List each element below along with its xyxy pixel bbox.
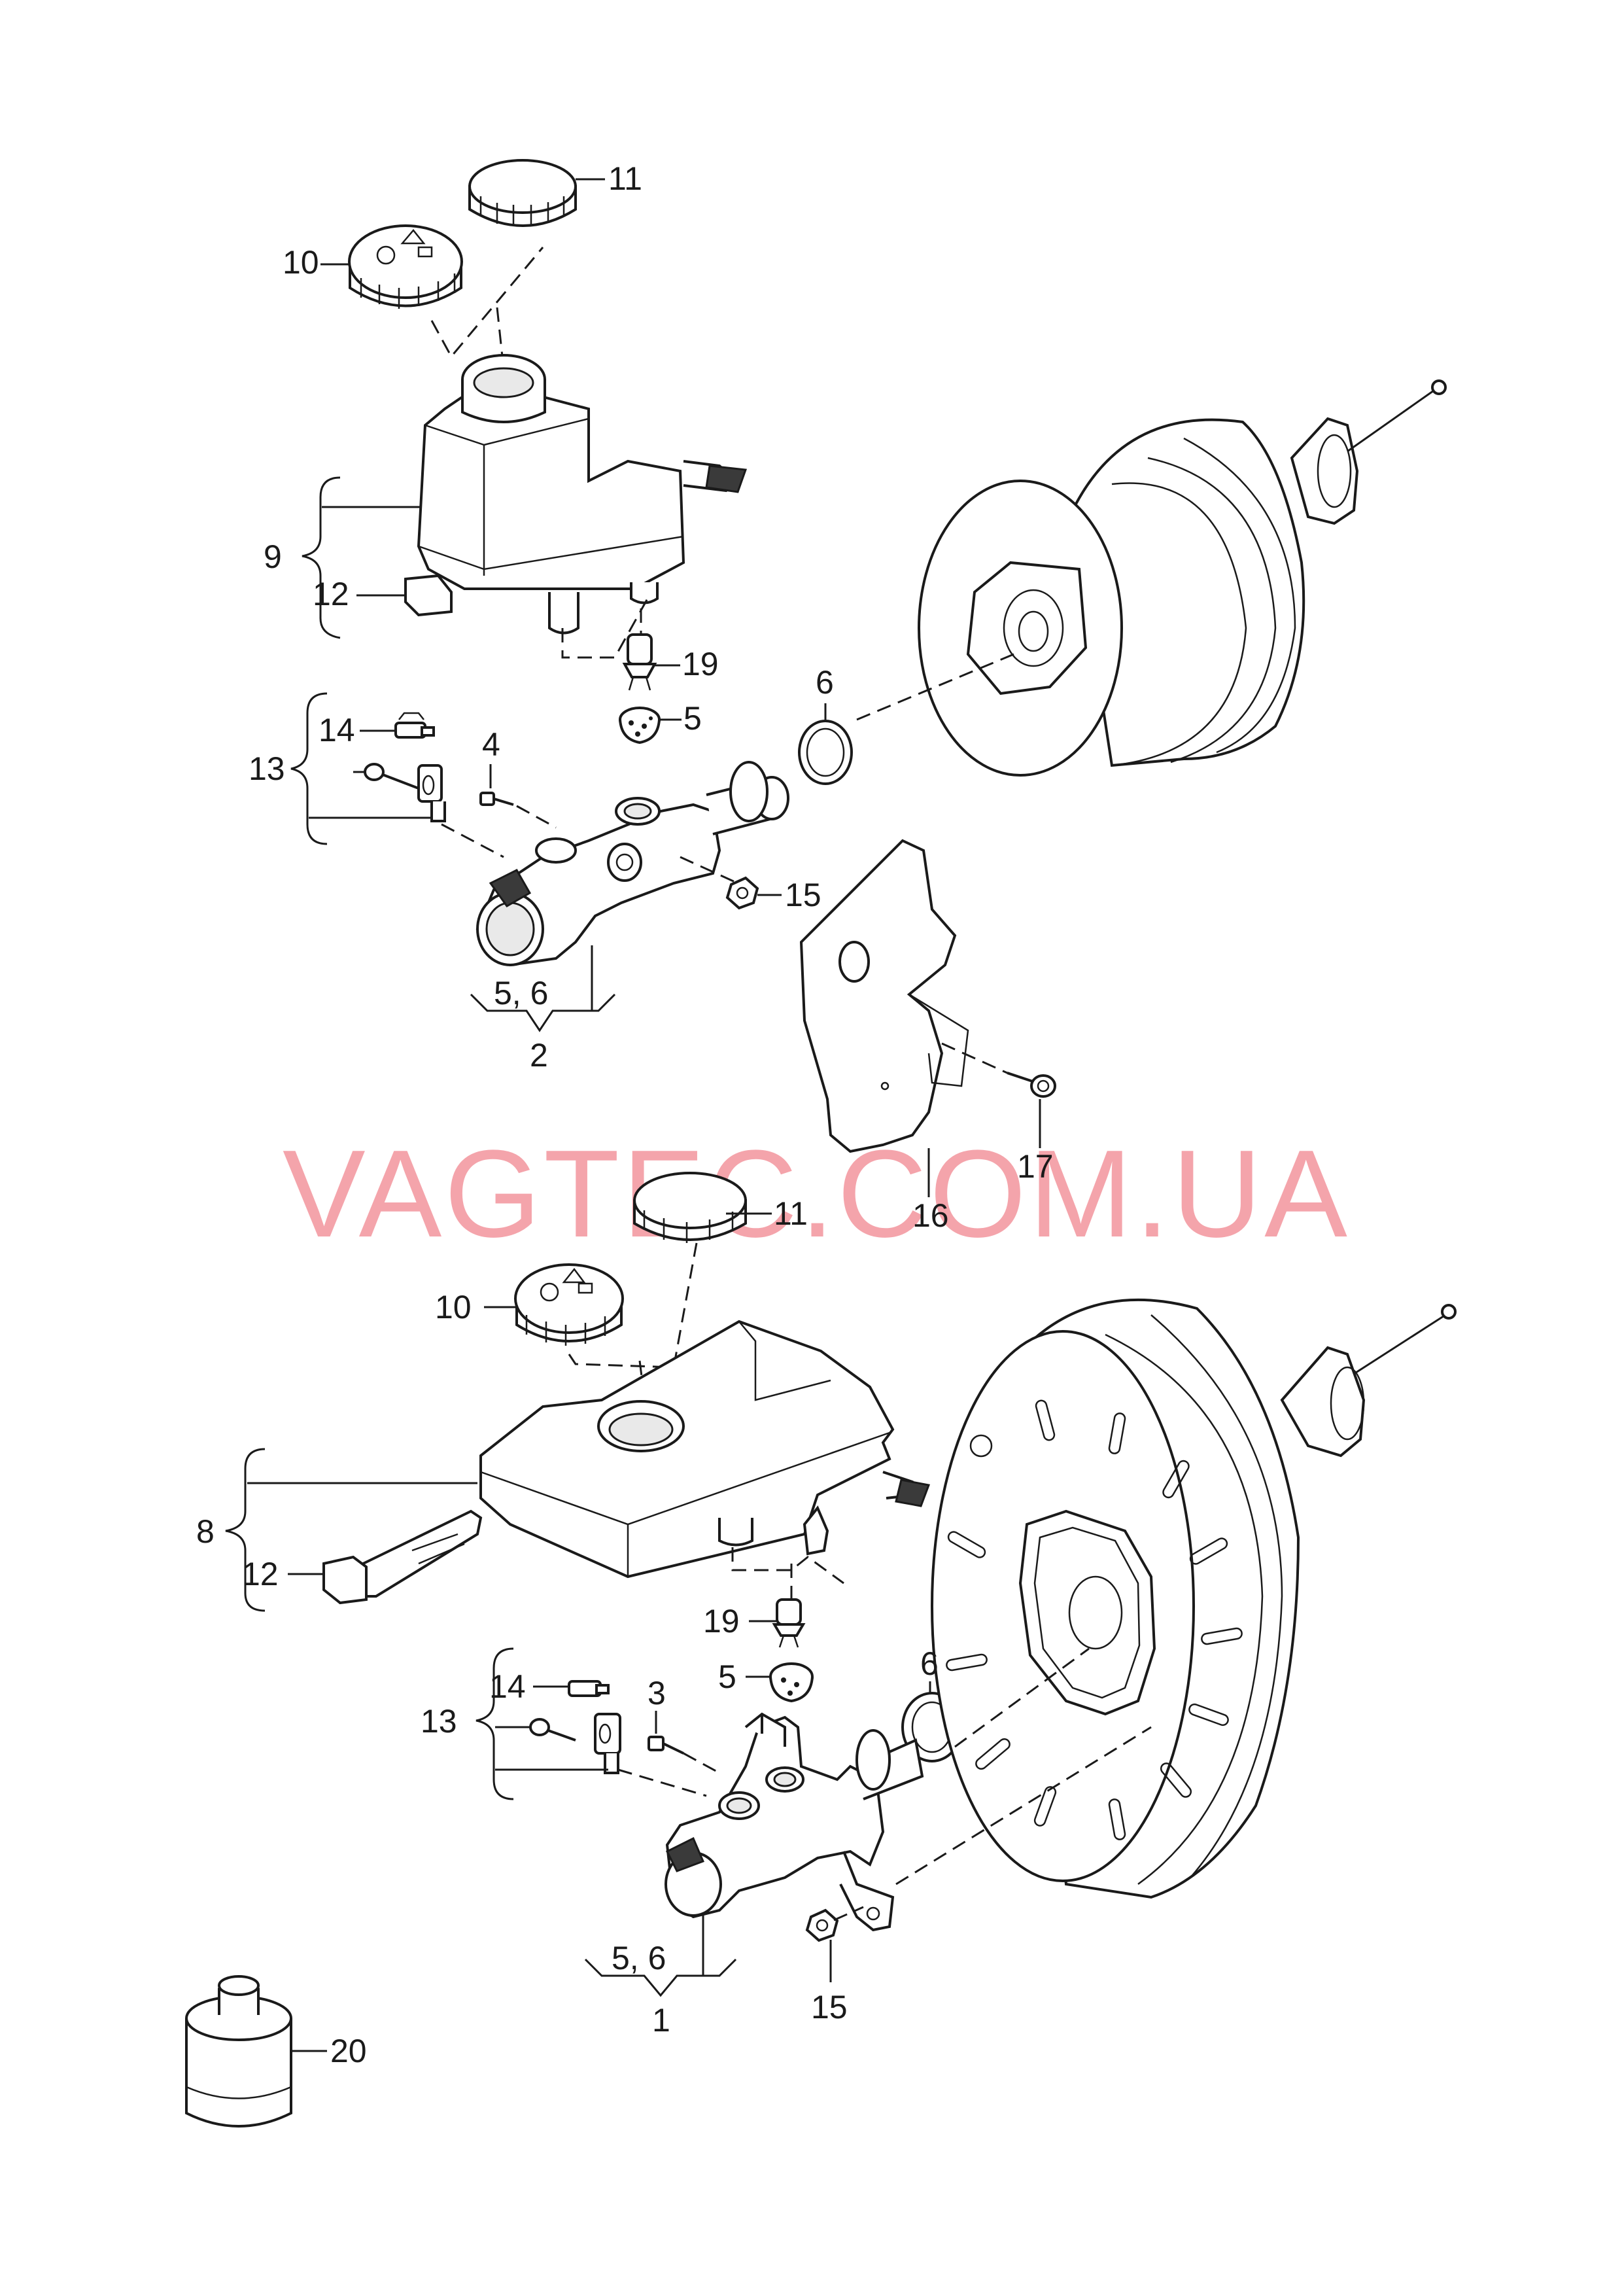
lower-fluid-can-20 bbox=[185, 1975, 292, 2128]
upper-reservoir bbox=[404, 354, 748, 635]
upper-seal-5 bbox=[619, 707, 661, 745]
upper-callout-9: 9 bbox=[264, 538, 282, 575]
upper-callout-19: 19 bbox=[682, 646, 719, 682]
upper-callout-17: 17 bbox=[1017, 1148, 1054, 1185]
upper-bolt-17 bbox=[1007, 1072, 1056, 1098]
upper-sensor-14 bbox=[394, 712, 435, 739]
lower-callout-1: 1 bbox=[652, 2002, 670, 2039]
upper-callout-2: 2 bbox=[530, 1037, 548, 1074]
lower-nut-15 bbox=[805, 1908, 839, 1942]
lower-sensor-14 bbox=[568, 1680, 610, 1697]
lower-callout-10: 10 bbox=[435, 1289, 472, 1325]
lower-sensor-12 bbox=[322, 1509, 483, 1605]
upper-callout-10: 10 bbox=[283, 244, 319, 281]
upper-callout-15: 15 bbox=[785, 877, 821, 913]
upper-switch-13 bbox=[364, 763, 446, 822]
lower-callout-13: 13 bbox=[421, 1703, 457, 1740]
lower-booster-ribs bbox=[946, 1399, 1243, 1840]
lower-callout-19: 19 bbox=[703, 1603, 740, 1639]
lower-callout-14: 14 bbox=[489, 1668, 526, 1705]
lower-callout-8: 8 bbox=[196, 1513, 215, 1550]
lower-callout-6: 6 bbox=[920, 1645, 939, 1682]
upper-callout-group-5-6: 5, 6 bbox=[494, 975, 548, 1011]
lower-callout-15: 15 bbox=[811, 1989, 848, 2025]
lower-cap-10 bbox=[514, 1263, 624, 1346]
lower-seal-5 bbox=[769, 1662, 814, 1703]
lower-callout-3: 3 bbox=[648, 1675, 666, 1711]
upper-oring-6 bbox=[798, 720, 853, 785]
lower-brake-booster bbox=[931, 1298, 1457, 1899]
lower-callout-20: 20 bbox=[330, 2033, 367, 2069]
upper-master-cylinder bbox=[475, 761, 789, 967]
watermark: VAGTEC.COM.UA bbox=[283, 1125, 1350, 1263]
upper-brake-booster bbox=[918, 379, 1447, 777]
lower-callout-11: 11 bbox=[774, 1195, 808, 1232]
upper-callout-13: 13 bbox=[249, 750, 285, 787]
lower-reservoir bbox=[479, 1320, 931, 1579]
upper-callout-5: 5 bbox=[683, 700, 702, 737]
upper-bracket-16 bbox=[799, 839, 969, 1153]
upper-callout-12: 12 bbox=[313, 576, 349, 612]
lower-master-cylinder bbox=[665, 1712, 924, 1932]
lower-callout-12: 12 bbox=[242, 1556, 279, 1592]
upper-callout-14: 14 bbox=[319, 712, 355, 748]
lower-cap-11 bbox=[633, 1172, 747, 1243]
upper-callout-16: 16 bbox=[912, 1197, 949, 1234]
upper-callout-6: 6 bbox=[816, 664, 834, 701]
lower-plug-19 bbox=[772, 1598, 806, 1648]
upper-nut-15 bbox=[725, 876, 759, 910]
lower-bolt-3 bbox=[648, 1736, 684, 1755]
lower-callout-group-5-6: 5, 6 bbox=[612, 1940, 666, 1976]
upper-callout-11: 11 bbox=[608, 160, 642, 197]
upper-assembly bbox=[290, 159, 1447, 1197]
upper-cap-10 bbox=[348, 224, 463, 309]
upper-callout-4: 4 bbox=[482, 726, 500, 763]
upper-bolt-4 bbox=[479, 792, 514, 806]
lower-assembly bbox=[185, 1172, 1457, 2128]
lower-switch-13 bbox=[529, 1713, 621, 1774]
lower-callout-5: 5 bbox=[718, 1658, 736, 1695]
upper-cap-11 bbox=[468, 159, 577, 227]
upper-plug-19 bbox=[622, 633, 657, 691]
